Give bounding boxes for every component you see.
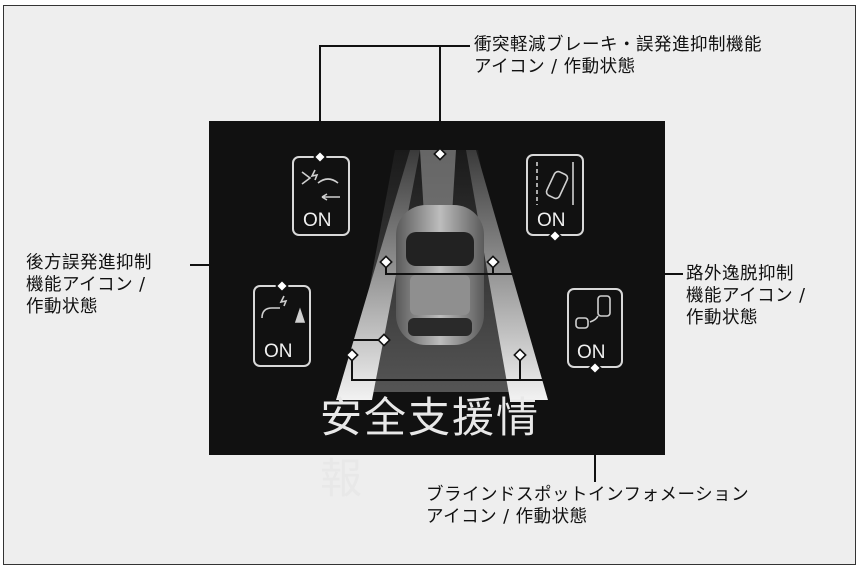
callout-rear-line2: 機能アイコン / [26,275,146,295]
callout-lane-line2: 機能アイコン / [686,286,806,306]
leader-markers [275,147,602,375]
forward-beam [420,150,456,215]
left-lane-stripe [336,150,420,400]
callout-blindspot-line2: アイコン / 作動状態 [426,507,588,527]
callout-collision-line2: アイコン / 作動状態 [474,57,636,77]
callout-collision-line1: 衝突軽減ブレーキ・誤発進抑制機能 [474,35,762,55]
callout-blindspot-line1: ブラインドスポットインフォメーション [426,485,750,505]
callout-collision: 衝突軽減ブレーキ・誤発進抑制機能 アイコン / 作動状態 [474,34,762,78]
lane-icon-box [526,154,584,236]
rear-status: ON [264,341,293,362]
callout-rear-line3: 作動状態 [26,297,98,317]
safety-support-title: 安全支援情報 [320,393,541,503]
callout-lane-line3: 作動状態 [686,308,758,328]
lane-status: ON [537,210,566,231]
blindspot-status: ON [577,342,606,363]
callout-rear: 後方誤発進抑制 機能アイコン / 作動状態 [26,252,152,318]
callout-rear-line1: 後方誤発進抑制 [26,253,152,273]
rear-icon-box [253,285,311,367]
callout-lane: 路外逸脱抑制 機能アイコン / 作動状態 [686,263,806,329]
callout-blindspot: ブラインドスポットインフォメーション アイコン / 作動状態 [426,484,749,528]
collision-status: ON [303,210,332,231]
callout-lane-line1: 路外逸脱抑制 [686,264,794,284]
